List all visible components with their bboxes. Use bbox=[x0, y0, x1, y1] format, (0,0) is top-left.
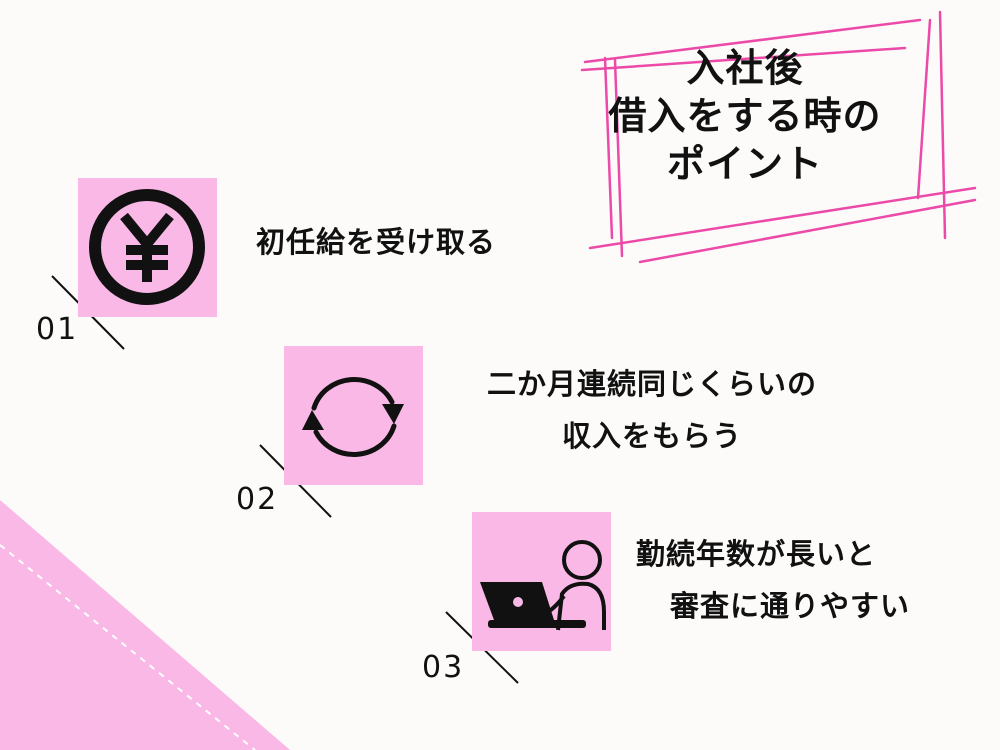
step2-text: 二か月連続同じくらいの 収入をもらう bbox=[462, 358, 842, 462]
page-title: 入社後 借入をする時の ポイント bbox=[580, 44, 910, 188]
step1-icon-box bbox=[78, 178, 217, 317]
step3-line-2: 審査に通りやすい bbox=[670, 589, 911, 623]
step2-line-1: 二か月連続同じくらいの bbox=[486, 367, 817, 401]
refresh-cycle-icon bbox=[302, 377, 404, 457]
step2-number: 02 bbox=[236, 482, 279, 517]
step3-line-1: 勤続年数が長いと bbox=[636, 537, 877, 571]
corner-triangle bbox=[0, 500, 290, 750]
step2-line-2: 収入をもらう bbox=[561, 419, 742, 453]
title-line-3: ポイント bbox=[666, 142, 823, 186]
title-line-2: 借入をする時の bbox=[608, 94, 882, 138]
step3-text: 勤続年数が長いと 審査に通りやすい bbox=[636, 528, 910, 632]
person-laptop-icon bbox=[480, 540, 606, 631]
step1-text: 初任給を受け取る bbox=[256, 216, 496, 268]
title-line-1: 入社後 bbox=[686, 46, 804, 90]
step2-icon-box bbox=[284, 346, 423, 485]
step1-number: 01 bbox=[36, 312, 79, 347]
step3-icon-box bbox=[472, 512, 611, 651]
title-frame bbox=[580, 10, 977, 264]
yen-icon bbox=[89, 189, 205, 305]
step3-number: 03 bbox=[422, 650, 465, 685]
step1-line-1: 初任給を受け取る bbox=[256, 225, 497, 259]
